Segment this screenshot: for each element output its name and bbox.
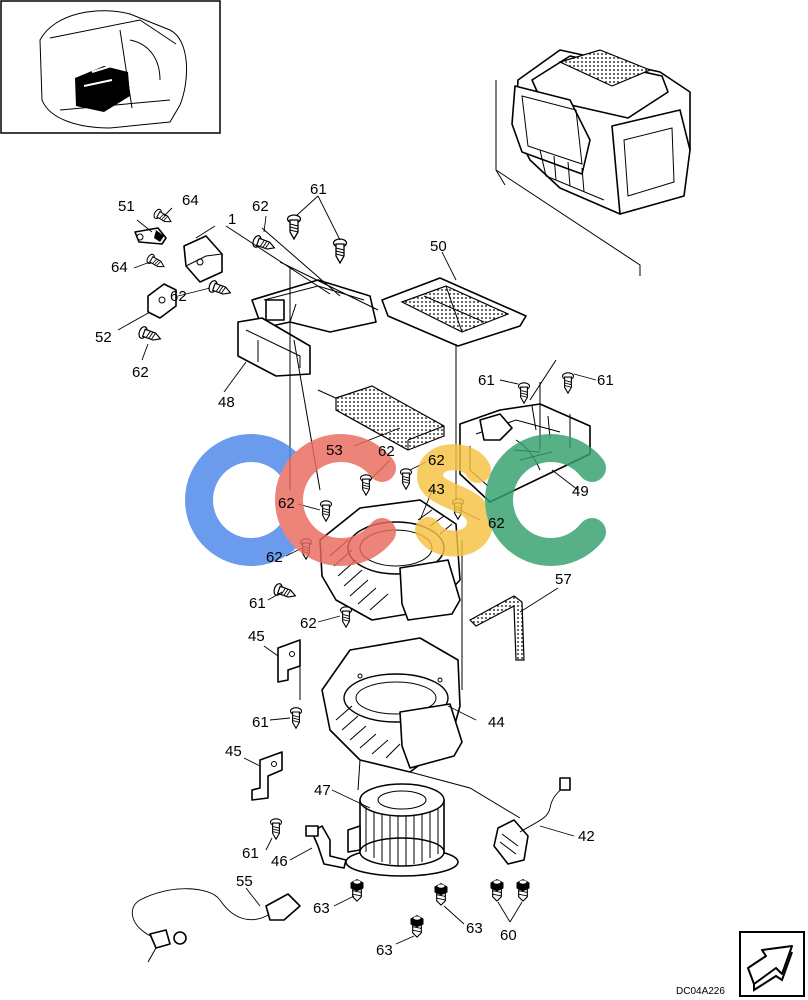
- drawing-code: DC04A226: [676, 986, 725, 997]
- callout-46: 46: [271, 853, 288, 870]
- callout-64-top: 64: [182, 192, 199, 209]
- callout-61-lower: 61: [242, 845, 259, 862]
- part-52-bracket: [147, 283, 177, 319]
- part-48-intake-housing: [225, 225, 379, 377]
- callout-55: 55: [236, 873, 253, 890]
- part-45-bracket-lower: [251, 751, 283, 801]
- callout-61-housing: 61: [249, 595, 266, 612]
- direction-arrow-icon: [739, 931, 805, 997]
- callout-63-bottom: 63: [376, 942, 393, 959]
- callout-62-left: 62: [132, 364, 149, 381]
- callout-47: 47: [314, 782, 331, 799]
- callout-62-side-right: 62: [488, 515, 505, 532]
- callout-62-lower-left: 62: [266, 549, 283, 566]
- callout-1: 1: [228, 211, 236, 228]
- callout-61-mid-right: 61: [597, 372, 614, 389]
- callout-61-upper: 61: [310, 181, 327, 198]
- vehicle-location-inset-icon: [0, 0, 221, 134]
- part-46-connector: [305, 825, 347, 869]
- callout-61-bracket: 61: [252, 714, 269, 731]
- part-45-bracket-upper: [277, 639, 301, 683]
- assembled-heater-unit: [495, 49, 691, 276]
- part-44-lower-scroll: [321, 637, 463, 773]
- part-57-seal: [469, 595, 525, 661]
- callout-62-center-right: 62: [428, 452, 445, 469]
- callout-50: 50: [430, 238, 447, 255]
- callout-52: 52: [95, 329, 112, 346]
- part-55-thermistor-wire: [131, 888, 301, 963]
- part-1-sensor: [183, 235, 223, 283]
- callout-51: 51: [118, 198, 135, 215]
- callout-53: 53: [326, 442, 343, 459]
- callout-63-right: 63: [466, 920, 483, 937]
- callout-42: 42: [578, 828, 595, 845]
- callout-62-bracket: 62: [170, 288, 187, 305]
- part-51-clip: [134, 227, 167, 245]
- callout-62-upper: 62: [252, 198, 269, 215]
- callout-57: 57: [555, 571, 572, 588]
- callout-43: 43: [428, 481, 445, 498]
- callout-labels: 51 64 1 64 62 52 62 62 61 48 50 61 61 53…: [95, 181, 614, 959]
- part-42-resistor: [493, 777, 571, 865]
- callout-63-left: 63: [313, 900, 330, 917]
- part-47-blower-motor: [345, 783, 459, 877]
- callout-62-side-left: 62: [278, 495, 295, 512]
- callout-62-housing: 62: [300, 615, 317, 632]
- callout-45-upper: 45: [248, 628, 265, 645]
- callout-49: 49: [572, 483, 589, 500]
- callout-45-lower: 45: [225, 743, 242, 760]
- callout-44: 44: [488, 714, 505, 731]
- callout-60: 60: [500, 927, 517, 944]
- cgsc-watermark: [185, 434, 606, 566]
- part-50-filter-cover: [381, 277, 527, 347]
- callout-61-mid-left: 61: [478, 372, 495, 389]
- part-53-filter: [317, 385, 445, 451]
- callout-64-mid: 64: [111, 259, 128, 276]
- callout-62-center: 62: [378, 443, 395, 460]
- leader-lines: [117, 195, 597, 945]
- callout-48: 48: [218, 394, 235, 411]
